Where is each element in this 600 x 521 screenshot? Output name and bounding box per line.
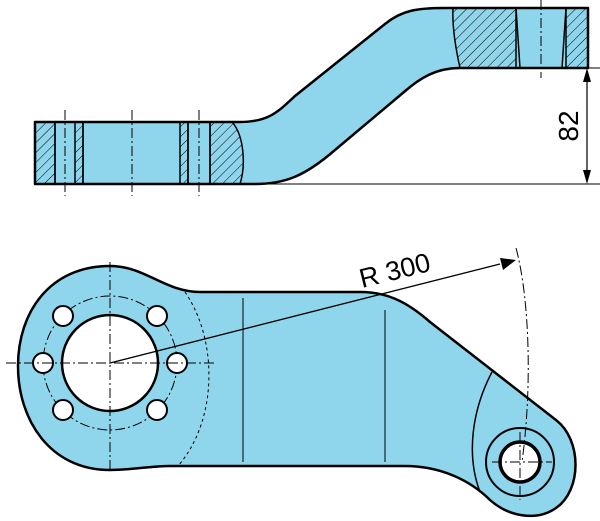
section-left-outer <box>34 121 56 185</box>
bore-line <box>515 7 521 69</box>
bore-line <box>561 7 567 69</box>
section-right-b <box>565 7 589 69</box>
transition-arc <box>471 371 493 493</box>
side-view: 82 <box>33 0 600 196</box>
radius-arrow <box>500 258 516 270</box>
section-left-inner <box>74 121 84 185</box>
bolt-hole <box>146 305 168 327</box>
radius-dimension-line <box>109 263 501 364</box>
transition-arc <box>177 291 210 467</box>
radius-arc <box>515 247 529 463</box>
section-mid-b <box>209 121 245 185</box>
dimension-height-label: 82 <box>553 110 584 141</box>
dimension-arrow <box>583 170 591 184</box>
top-view: R 300 <box>6 247 577 517</box>
bolt-hole <box>52 399 74 421</box>
side-view-body <box>33 6 590 186</box>
dimension-arrow <box>583 68 591 82</box>
section-mid-a <box>179 121 189 185</box>
radius-label: R 300 <box>356 247 433 294</box>
bolt-hole <box>52 305 74 327</box>
bolt-hole <box>146 399 168 421</box>
section-right-a <box>452 7 517 69</box>
